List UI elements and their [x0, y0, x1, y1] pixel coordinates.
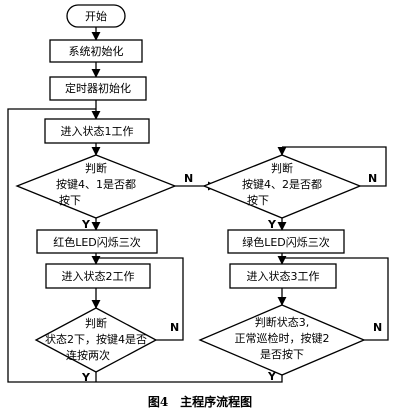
- decision4-no-label: N: [373, 321, 382, 334]
- decision2-line2: 按键4、2是否都: [242, 177, 322, 191]
- figure-caption: 图4 主程序流程图: [148, 394, 252, 409]
- loop-return-to-state1: [7, 108, 283, 383]
- loop-decision2-no: [282, 146, 387, 187]
- timer-init-label: 定时器初始化: [65, 81, 131, 95]
- decision3-line1: 判断: [85, 316, 107, 330]
- start-terminal: [66, 4, 126, 28]
- system-init-box: [49, 39, 143, 63]
- start-label: 开始: [85, 9, 107, 23]
- decision1-line1: 判断: [85, 161, 107, 175]
- decision3-no-label: N: [170, 321, 179, 334]
- decision2-no-label: N: [368, 172, 377, 185]
- loop-decision3-no: [96, 257, 184, 341]
- decision3-yes-label: Y: [81, 371, 91, 384]
- decision2-yes-label: Y: [267, 218, 277, 231]
- state1-box: [44, 118, 150, 144]
- state3-label: 进入状态3工作: [247, 269, 320, 283]
- state2-label: 进入状态2工作: [62, 269, 135, 283]
- decision3-diamond: [34, 307, 158, 373]
- decision4-yes-label: Y: [267, 370, 277, 383]
- decision4-line3: 是否按下: [260, 347, 304, 361]
- decision4-diamond: [198, 304, 366, 376]
- flow-connectors: [7, 27, 389, 383]
- decision1-no-label: N: [184, 172, 193, 185]
- green-led-label: 绿色LED闪烁三次: [242, 235, 330, 249]
- red-led-box: [36, 229, 158, 254]
- decision4-line1: 判断状态3,: [255, 315, 310, 329]
- decision3-line3: 连按两次: [66, 348, 110, 362]
- red-led-label: 红色LED闪烁三次: [53, 235, 141, 249]
- green-led-box: [227, 229, 345, 254]
- system-init-label: 系统初始化: [69, 44, 124, 58]
- decision2-line1: 判断: [271, 161, 293, 175]
- decision2-line3: 按下: [247, 193, 269, 207]
- decision3-line2: 状态2下，按键4是否: [45, 332, 147, 346]
- state1-label: 进入状态1工作: [61, 124, 134, 138]
- decision1-line2: 按键4、1是否都: [56, 177, 136, 191]
- decision2-diamond: [202, 154, 362, 219]
- decision1-diamond: [15, 154, 177, 219]
- decision4-line2: 正常巡检时，按键2: [235, 331, 330, 345]
- state3-box: [229, 263, 337, 289]
- loop-decision4-no: [282, 257, 389, 341]
- timer-init-box: [49, 76, 147, 101]
- decision1-line3: 按下: [59, 193, 81, 207]
- state2-box: [45, 263, 151, 289]
- decision1-yes-label: Y: [81, 218, 91, 231]
